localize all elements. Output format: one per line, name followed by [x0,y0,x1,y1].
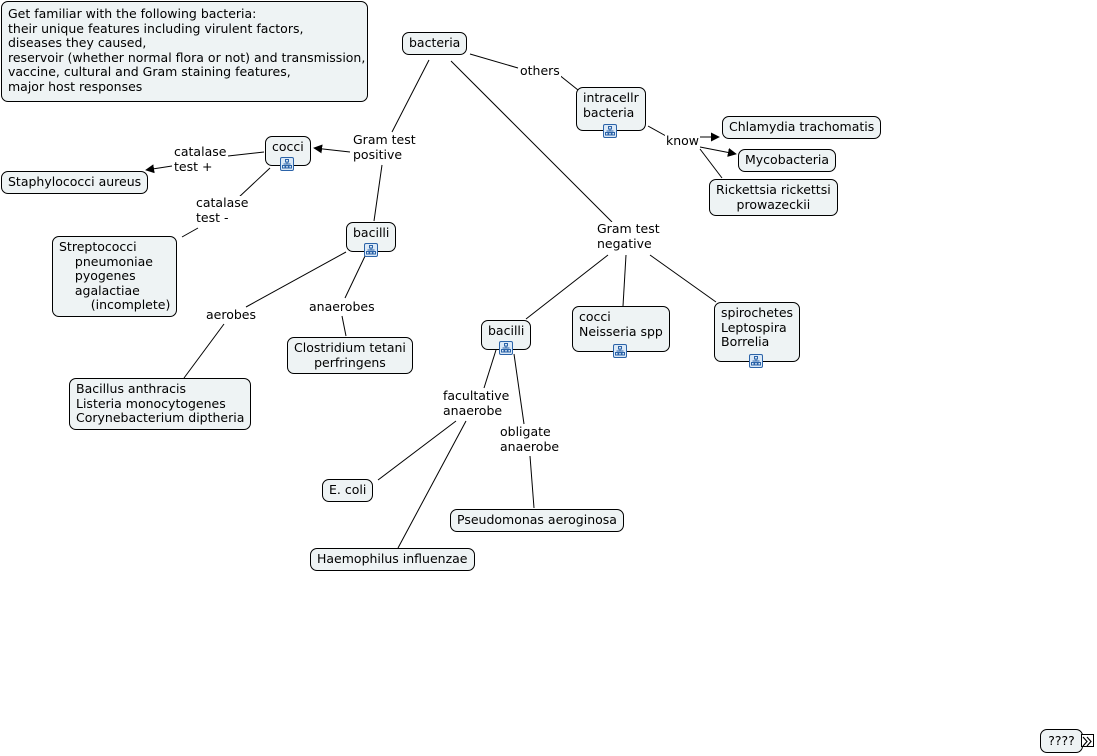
node-staphylococci[interactable]: Staphylococci aureus [1,171,149,194]
link-label-others: others [519,63,561,79]
node-haemophilus[interactable]: Haemophilus influenzae [310,548,475,571]
node-bacillus-group[interactable]: Bacillus anthracis Listeria monocytogene… [69,378,252,430]
node-spirochetes[interactable]: spirochetes Leptospira Borrelia [714,302,801,362]
link-label-gram-positive: Gram test positive [352,132,417,162]
node-clostridium[interactable]: Clostridium tetani perfringens [287,337,413,374]
submap-icon[interactable] [364,243,378,257]
link-label-know: know [665,133,701,149]
instruction-note: Get familiar with the following bacteria… [1,1,368,102]
submap-icon[interactable] [749,354,763,368]
link-label-catalase-negative: catalase test - [195,195,250,225]
link-label-anaerobes: anaerobes [308,299,376,315]
link-label-obligate-anaerobe: obligate anaerobe [499,424,561,454]
node-cocci-gram-positive[interactable]: cocci [265,136,311,166]
map-navigation-button[interactable]: ???? [1040,729,1083,753]
link-label-facultative-anaerobe: facultative anaerobe [442,388,511,418]
submap-icon[interactable] [280,157,294,171]
node-rickettsia[interactable]: Rickettsia rickettsi prowazeckii [709,179,838,216]
node-streptococci[interactable]: Streptococci pneumoniae pyogenes agalact… [52,236,178,317]
node-chlamydia[interactable]: Chlamydia trachomatis [722,116,882,139]
submap-icon[interactable] [499,341,513,355]
submap-icon[interactable] [603,124,617,138]
double-chevron-right-icon[interactable] [1081,734,1094,747]
submap-icon[interactable] [613,344,627,358]
node-cocci-neisseria[interactable]: cocci Neisseria spp [572,306,670,352]
link-label-gram-negative: Gram test negative [596,221,661,251]
node-pseudomonas[interactable]: Pseudomonas aeroginosa [450,509,624,532]
link-label-aerobes: aerobes [205,307,257,323]
node-mycobacteria[interactable]: Mycobacteria [738,149,837,172]
link-label-catalase-positive: catalase test + [173,144,228,174]
node-intracellular-bacteria[interactable]: intracellr bacteria [576,87,646,131]
node-bacteria[interactable]: bacteria [402,32,468,55]
node-ecoli[interactable]: E. coli [322,479,374,502]
